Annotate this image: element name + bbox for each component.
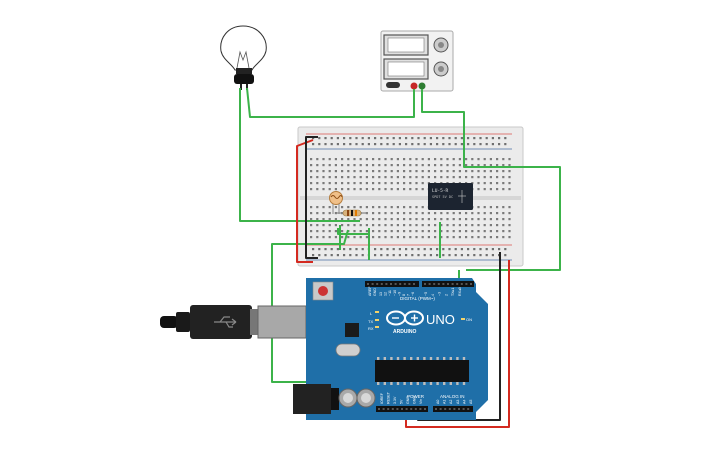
power-supply-icon[interactable]: [380, 30, 454, 92]
pin-label-digital: ~10: [393, 290, 397, 296]
pin-label-digital: 13: [379, 292, 383, 296]
pin-label-power: 3.3V: [393, 396, 397, 404]
wire-black-left-rail: [305, 136, 318, 259]
digital-header-label: DIGITAL (PWM~): [400, 296, 435, 301]
pin-label-digital: ~5: [424, 292, 428, 296]
pin-label-digital: TX▸1: [451, 288, 455, 296]
pin-label-analog: A2: [449, 400, 453, 404]
pin-label-digital: RX◂0: [458, 287, 462, 296]
board-model: UNO: [426, 312, 455, 327]
relay[interactable]: LU-5-R SPDT 5V DC: [428, 183, 473, 210]
led-on-label: ON: [466, 317, 472, 322]
wire-ldr-to-resistor: [337, 228, 368, 235]
wire-bulb-to-supply: [246, 87, 415, 118]
pin-label-analog: A5: [469, 400, 473, 404]
power-header-label: POWER: [407, 394, 425, 399]
header-holes: [367, 283, 472, 410]
relay-label-1: LU-5-R: [432, 188, 449, 194]
pin-label-gnd-top: GND: [373, 288, 377, 296]
analog-header-label: ANALOG IN: [440, 394, 465, 399]
wire-bulb-to-breadboard: [239, 88, 360, 222]
arduino-infinity-logo: [386, 310, 424, 326]
pin-label-analog: A0: [436, 400, 440, 404]
pin-label-power: GND: [406, 396, 410, 404]
pin-label-digital: ~3: [438, 292, 442, 296]
wire-supply-to-relay: [421, 89, 561, 271]
arduino-uno-board[interactable]: UNO ARDUINO DIGITAL (PWM~) POWER ANALOG …: [293, 278, 488, 420]
analog-header[interactable]: [433, 406, 473, 412]
pin-label-digital: 2: [444, 294, 448, 296]
pin-label-analog: A1: [443, 400, 447, 404]
pin-label-digital: ~11: [388, 290, 392, 296]
pin-label-power: GND: [413, 396, 417, 404]
pin-label-power: IOREF: [380, 392, 384, 404]
usb-cable-icon: [160, 305, 307, 339]
led-tx-label: TX: [368, 319, 373, 324]
pin-label-digital: 4: [431, 294, 435, 296]
pin-label-digital: 12: [384, 292, 388, 296]
ic-pins: [377, 357, 466, 385]
pin-label-digital: 7: [407, 294, 411, 296]
pin-label-aref: AREF: [368, 286, 372, 296]
pin-label-power: 5V: [400, 399, 404, 404]
pin-label-digital: ~6: [411, 292, 415, 296]
led-rx-label: RX: [368, 326, 374, 331]
board-brand: ARDUINO: [393, 329, 416, 335]
led-l-label: L: [370, 311, 373, 316]
resistor[interactable]: [336, 209, 368, 217]
pin-label-power: RESET: [387, 391, 391, 404]
light-bulb-icon[interactable]: [220, 25, 267, 90]
pin-label-analog: A4: [462, 400, 466, 404]
photoresistor[interactable]: [329, 191, 343, 215]
pin-label-power: Vin: [419, 399, 423, 404]
relay-label-2: SPDT 5V DC: [432, 195, 453, 199]
pin-label-digital: 8: [402, 294, 406, 296]
pin-label-digital: ~9: [397, 292, 401, 296]
pin-label-analog: A3: [456, 400, 460, 404]
